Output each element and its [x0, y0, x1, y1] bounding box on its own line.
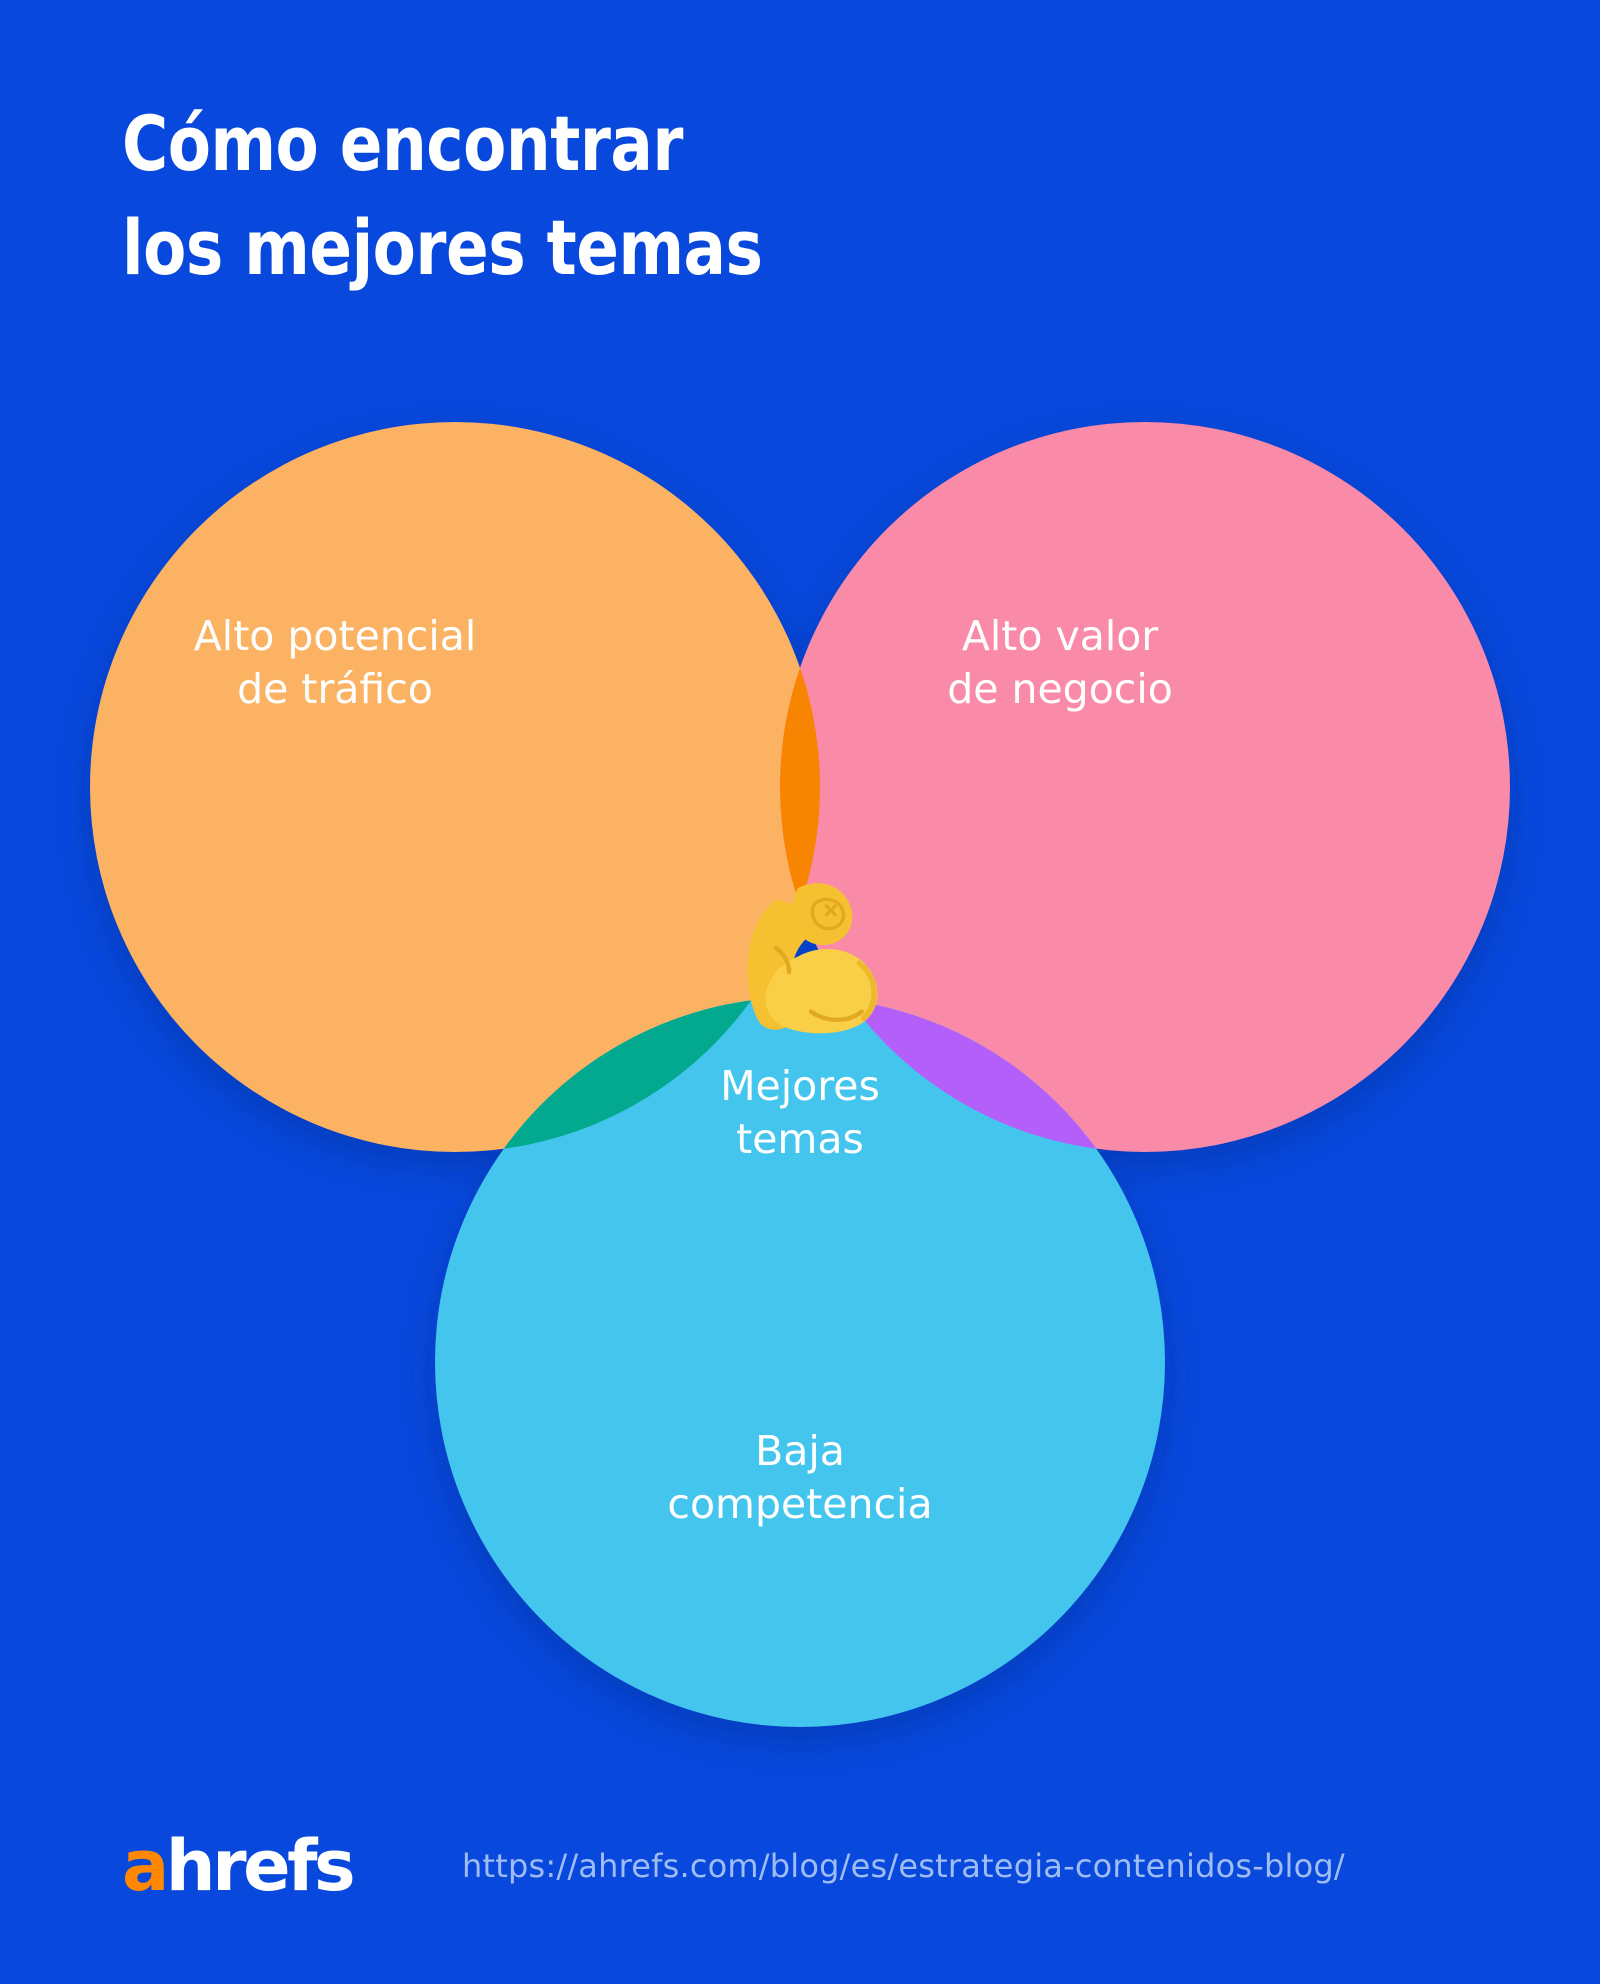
- bicep-shape: [765, 949, 878, 1034]
- venn-label-traffic: Alto potencial de tráfico: [193, 612, 477, 713]
- logo-letter-a: a: [122, 1825, 169, 1907]
- title-line-1: Cómo encontrar: [122, 99, 683, 188]
- flexed-biceps-icon: [712, 862, 888, 1038]
- fist-shape: [792, 883, 853, 946]
- bicep-shade: [856, 960, 877, 1021]
- venn-circle-business[interactable]: [780, 422, 1510, 1152]
- bicep-crease: [808, 1009, 864, 1023]
- venn-label-center: Mejores temas: [720, 1062, 880, 1163]
- venn-label-business: Alto valor de negocio: [947, 612, 1173, 713]
- venn-circle-competition[interactable]: [435, 997, 1165, 1727]
- venn-circle-traffic[interactable]: [90, 422, 820, 1152]
- ahrefs-logo[interactable]: ahrefs: [122, 1825, 356, 1907]
- logo-letters-hrefs: hrefs: [165, 1825, 356, 1907]
- venn-label-competition: Baja competencia: [667, 1427, 933, 1528]
- title-line-2: los mejores temas: [122, 203, 763, 292]
- knuckle-detail: [810, 897, 846, 931]
- elbow-crease: [773, 945, 792, 975]
- source-url[interactable]: https://ahrefs.com/blog/es/estrategia-co…: [462, 1847, 1345, 1885]
- page-title: Cómo encontrar los mejores temas: [122, 92, 1322, 300]
- footer: ahrefs https://ahrefs.com/blog/es/estrat…: [0, 1828, 1600, 1938]
- fist-crease: [824, 904, 837, 917]
